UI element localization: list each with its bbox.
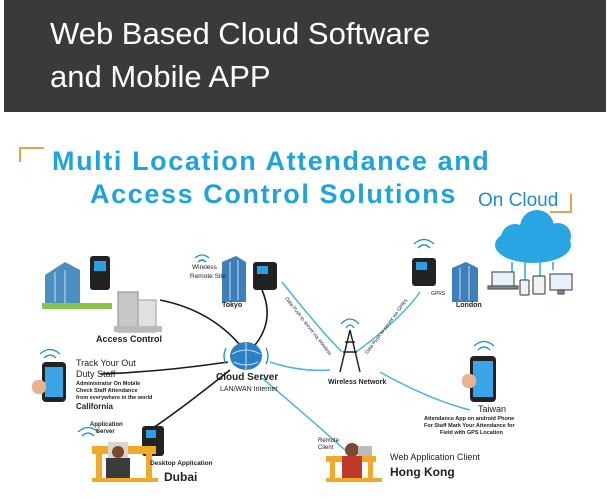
wireless-signal-london-icon: [413, 238, 435, 249]
fingerprint-terminal-london-icon: [412, 258, 436, 286]
link-wireless-taiwan: [379, 371, 471, 411]
desktop-application-label: Desktop Application: [150, 460, 213, 467]
turnstile-icon: [114, 291, 162, 333]
connection-lines: [99, 289, 268, 431]
link-server-hongkong: [261, 377, 346, 451]
wireless-network-tower-icon: [339, 318, 361, 373]
frame-corner-top-left: [19, 147, 44, 162]
cloud-server-label: Cloud Server: [216, 372, 279, 383]
remote-client-label-2: Client: [318, 445, 334, 451]
diagram-title-line-2: Access Control Solutions: [90, 179, 457, 209]
link-tokyo: [254, 289, 268, 346]
access-control-label: Access Control: [96, 334, 163, 344]
banner-title-line-2: and Mobile APP: [50, 59, 271, 94]
header-banner: Web Based Cloud Software and Mobile APP: [4, 0, 606, 112]
frame-corner-bottom-right: [550, 194, 572, 213]
taiwan-desc-1: Attendance App on android Phone: [424, 416, 515, 422]
wireless-remote-site-label-2: Remote Site: [190, 273, 226, 280]
track-desc-1: Administrator On Mobile: [76, 381, 141, 387]
cloud-server-globe-icon: [223, 342, 269, 370]
desktop-workstation-hongkong-icon: [326, 443, 382, 482]
gprs-label: GPRS: [431, 291, 446, 297]
remote-client-label-1: Remote: [318, 438, 340, 444]
link-access-control: [159, 299, 241, 346]
on-cloud-label: On Cloud: [478, 190, 559, 211]
globe-small-dubai-icon: [77, 426, 99, 437]
california-label: California: [76, 402, 113, 411]
building-london-icon: [452, 262, 478, 302]
london-label: London: [456, 302, 482, 309]
building-tokyo-icon: [222, 256, 246, 302]
building-access-control-icon: [42, 262, 112, 309]
diagram-title-line-1: Multi Location Attendance and: [52, 146, 491, 176]
application-server-label-1: Application: [90, 422, 123, 428]
cloud-server-sub-label: LAN/WAN Internet: [220, 386, 278, 393]
wireless-network-label: Wireless Network: [328, 379, 387, 386]
hong-kong-label: Hong Kong: [390, 465, 455, 479]
fingerprint-terminal-tokyo-icon: [253, 262, 277, 290]
mobile-phone-california-icon: [32, 348, 66, 402]
banner-title-line-1: Web Based Cloud Software: [50, 16, 431, 51]
link-dubai: [149, 369, 231, 431]
desktop-workstation-dubai-icon: [92, 426, 164, 482]
link-california: [99, 361, 229, 375]
link-wireless-server: [269, 361, 331, 372]
link-wireless-london: [355, 291, 421, 353]
track-label-2: Duty Staff: [76, 369, 116, 379]
track-desc-2: Check Staff Attendance: [76, 388, 138, 394]
tokyo-label: Tokyo: [222, 302, 243, 309]
taiwan-label: Taiwan: [478, 404, 507, 414]
fingerprint-terminal-access-icon: [90, 256, 110, 290]
track-desc-3: from everywhere in the world: [76, 395, 153, 401]
dubai-label: Dubai: [164, 470, 198, 484]
taiwan-desc-2: For Staff Mark Your Attendance for: [424, 423, 515, 429]
web-application-client-label: Web Application Client: [390, 452, 480, 462]
application-server-label-2: Server: [96, 429, 115, 435]
link-wireless-tokyo: [281, 281, 343, 353]
taiwan-desc-3: Field with GPS Location: [440, 430, 503, 436]
cloud-devices-icon: [487, 271, 573, 296]
mobile-phone-taiwan-icon: [462, 340, 496, 402]
track-label-1: Track Your Out: [76, 358, 136, 368]
cloud-icon: [495, 210, 571, 282]
wireless-links: [261, 281, 471, 451]
wireless-tower-small-icon: [194, 254, 210, 263]
wireless-remote-site-label-1: Wireless: [192, 264, 217, 271]
